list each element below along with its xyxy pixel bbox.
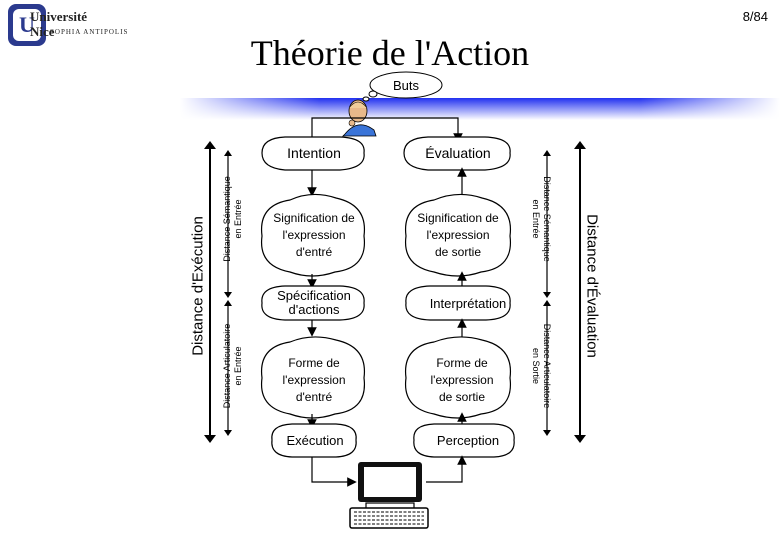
output-articulatory-line1: Forme de (436, 356, 488, 370)
input-articulatory-line2: l'expression (282, 373, 346, 387)
output-articulatory-text: Forme de l'expression de sortie (406, 355, 518, 406)
articulatory-distance-output-line2: en Sortie (531, 347, 541, 385)
articulatory-distance-input-line2: en Entrée (233, 346, 243, 386)
slide-number: 8/84 (742, 9, 768, 24)
intention-label: Intention (287, 145, 341, 161)
articulatory-distance-output-line1: Distance Articulatoire (542, 323, 552, 409)
semantic-distance-input-label: Distance Sémantique en Entrée (222, 176, 244, 262)
goal-thought-bubble (369, 71, 443, 99)
interpretation-label: Interprétation (429, 296, 507, 311)
output-semantic-text: Signification de l'expression de sortie (406, 210, 510, 261)
perception-label: Perception (436, 433, 500, 448)
semantic-distance-input-line1: Distance Sémantique (222, 176, 232, 262)
evaluation-label: Évaluation (425, 145, 491, 161)
action-spec-line1: Spécification (277, 288, 351, 303)
semantic-distance-input-line2: en Entrée (233, 199, 243, 239)
evaluation-distance-label: Distance d'Évaluation (583, 214, 601, 358)
articulatory-distance-input-line1: Distance Articulatoire (222, 323, 232, 409)
execution-cloud (271, 423, 357, 458)
thinking-person-icon (342, 99, 377, 137)
output-semantic-line1: Signification de (417, 211, 499, 225)
svg-text:U: U (19, 12, 35, 37)
computer-icon (349, 462, 429, 529)
execution-distance-label: Distance d'Exécution (189, 216, 207, 356)
output-semantic-cloud (404, 193, 512, 277)
action-spec-line2: d'actions (288, 302, 340, 317)
interpretation-cloud (405, 285, 511, 321)
input-semantic-line3: d'entré (295, 245, 333, 259)
semantic-distance-output-label: Distance Sémantique en Entrée (530, 176, 552, 262)
input-articulatory-line3: d'entré (295, 390, 333, 404)
input-articulatory-cloud (260, 336, 366, 419)
output-semantic-line2: l'expression (426, 228, 490, 242)
action-spec-cloud (261, 285, 365, 321)
semantic-distance-output-line2: en Entrée (531, 199, 541, 239)
input-semantic-text: Signification de l'expression d'entré (262, 210, 366, 261)
logo-line3: SOPHIA ANTIPOLIS (50, 28, 129, 36)
university-logo-mark: U (8, 4, 46, 46)
perception-cloud (413, 423, 515, 458)
articulatory-distance-output-label: Distance Articulatoire en Sortie (530, 324, 552, 409)
intention-cloud (261, 136, 365, 171)
goal-label: Buts (392, 78, 419, 93)
output-articulatory-cloud (404, 336, 512, 419)
semantic-distance-output-line1: Distance Sémantique (542, 176, 552, 262)
evaluation-cloud (403, 136, 511, 171)
input-semantic-line2: l'expression (282, 228, 346, 242)
input-articulatory-text: Forme de l'expression d'entré (262, 355, 366, 406)
articulatory-distance-input-label: Distance Articulatoire en Entrée (222, 324, 244, 409)
logo-line2: Nice (30, 24, 55, 39)
input-semantic-cloud (260, 193, 366, 277)
logo-line1: Université (30, 9, 88, 24)
university-logo: U Université Nice SOPHIA ANTIPOLIS (0, 0, 140, 52)
action-spec-text: Spécification d'actions (262, 289, 366, 317)
input-articulatory-line1: Forme de (288, 356, 340, 370)
output-semantic-line3: de sortie (434, 245, 482, 259)
input-semantic-line1: Signification de (273, 211, 355, 225)
slide-title: Théorie de l'Action (250, 33, 530, 73)
output-articulatory-line3: de sortie (438, 390, 486, 404)
goal-banner (180, 98, 780, 120)
output-articulatory-line2: l'expression (430, 373, 494, 387)
execution-label: Exécution (286, 433, 344, 448)
